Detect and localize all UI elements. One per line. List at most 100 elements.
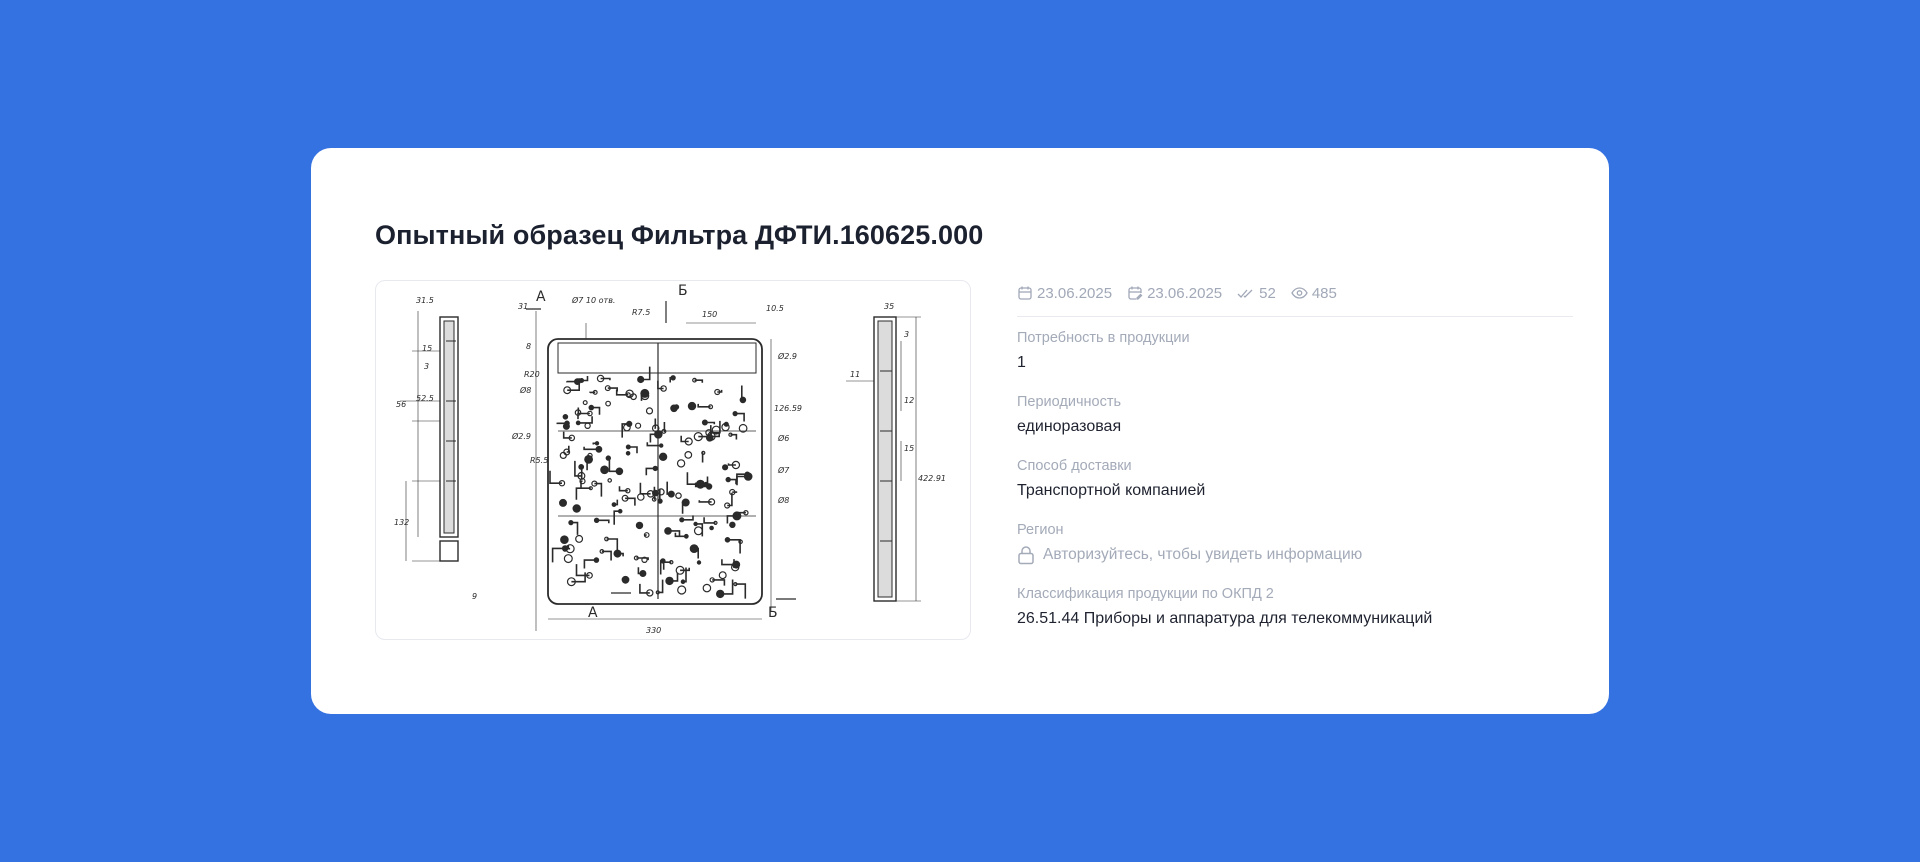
drawing-trace — [628, 446, 638, 454]
created-date: 23.06.2025 — [1017, 285, 1112, 302]
drawing-trace — [668, 530, 681, 536]
drawing-pad — [723, 421, 729, 427]
drawing-trace — [680, 567, 690, 572]
drawing-trace — [566, 445, 570, 453]
drawing-pad — [711, 425, 721, 435]
drawing-trace — [567, 378, 580, 391]
drawing-trace — [570, 521, 579, 535]
drawing-pad — [696, 560, 702, 565]
dim-label: 132 — [394, 518, 409, 527]
drawing-trace — [625, 497, 636, 506]
drawing-trace — [549, 470, 562, 484]
drawing-trace — [580, 480, 583, 489]
drawing-trace — [637, 567, 643, 575]
drawing-pad — [605, 400, 612, 407]
field-label: Периодичность — [1017, 394, 1122, 410]
drawing-pad — [718, 571, 727, 580]
drawing-pad — [677, 585, 687, 595]
updated-date: 23.06.2025 — [1127, 285, 1222, 302]
dim-label: Ø2.9 — [511, 431, 531, 441]
drawing-pad — [738, 423, 748, 433]
drawing-pad — [658, 452, 668, 461]
dim-label: 8 — [526, 342, 531, 351]
dim-label: Ø8 — [777, 495, 789, 505]
drawing-trace — [680, 435, 689, 443]
dim-label: 10.5 — [766, 304, 784, 313]
drawing-trace — [574, 460, 582, 477]
drawing-trace — [711, 433, 720, 438]
drawing-trace — [704, 421, 716, 425]
drawing-pad — [709, 525, 714, 531]
drawing-trace — [575, 487, 591, 500]
drawing-trace — [567, 545, 571, 550]
field-label: Классификация продукции по ОКПД 2 — [1017, 586, 1274, 602]
drawing-trace — [562, 431, 572, 439]
drawing-pad — [575, 534, 584, 543]
dim-label: 15 — [904, 444, 914, 453]
lock-icon — [1018, 546, 1034, 565]
drawing-pad — [731, 563, 740, 572]
product-info: 23.06.2025 23.06.2025 52 485 — [1017, 280, 1573, 629]
drawing-pad — [722, 464, 729, 471]
drawing-trace — [618, 486, 628, 492]
drawing-pad — [641, 556, 648, 563]
section-mark: Б — [768, 605, 778, 621]
dim-label: Ø7 — [777, 465, 790, 475]
meta-bar: 23.06.2025 23.06.2025 52 485 — [1017, 280, 1573, 317]
dim-label: 31 — [518, 302, 528, 311]
field-region: Регион Авторизуйтесь, чтобы увидеть инфо… — [1017, 521, 1573, 565]
drawing-trace — [581, 376, 589, 382]
drawing-trace — [649, 433, 659, 443]
drawing-trace — [681, 515, 694, 521]
drawing-trace — [600, 377, 611, 381]
drawing-pad — [636, 493, 645, 501]
drawing-trace — [577, 412, 590, 420]
dim-label: R7.5 — [632, 308, 650, 317]
drawing-trace — [613, 510, 621, 525]
drawing-pad — [702, 583, 712, 593]
drawing-trace — [683, 567, 687, 583]
dim-label: Ø7 10 отв. — [571, 295, 615, 305]
drawing-pad — [563, 554, 573, 564]
technical-drawing[interactable]: 31.5 15 3 52.5 56 132 9 31 Ø7 10 отв. R7… — [375, 280, 971, 640]
drawing-pad — [560, 535, 569, 545]
drawing-trace — [701, 452, 704, 463]
drawing-trace — [614, 499, 619, 506]
drawing-trace — [727, 539, 741, 554]
drawing-trace — [575, 564, 590, 577]
front-view — [526, 301, 796, 631]
drawing-trace — [736, 475, 749, 486]
drawing-trace — [571, 572, 586, 583]
section-mark: А — [536, 289, 546, 305]
drawing-trace — [608, 456, 620, 473]
drawing-pad — [676, 459, 686, 468]
drawing-pad — [559, 498, 568, 507]
drawing-trace — [728, 478, 737, 485]
created-date-text: 23.06.2025 — [1037, 284, 1113, 302]
drawing-trace — [617, 552, 624, 557]
drawing-trace — [644, 534, 647, 537]
drawing-pad — [673, 404, 680, 410]
drawing-trace — [688, 405, 692, 409]
drawing-pad — [675, 492, 682, 500]
drawing-trace — [580, 466, 583, 479]
drawing-trace — [657, 380, 664, 390]
drawing-trace — [741, 385, 743, 401]
responses-count: 52 — [1237, 285, 1276, 302]
drawing-trace — [717, 389, 723, 393]
eye-icon — [1291, 287, 1308, 299]
drawing-trace — [720, 579, 734, 595]
dim-label: 422.91 — [918, 474, 946, 483]
drawing-trace — [730, 433, 738, 440]
drawing-trace — [663, 422, 666, 433]
drawing-trace — [645, 467, 656, 476]
drawing-trace — [695, 523, 704, 537]
dim-label: 31.5 — [416, 296, 434, 305]
dim-label: 330 — [646, 626, 661, 635]
drawing-trace — [601, 550, 612, 561]
field-value: единоразовая — [1017, 418, 1122, 435]
product-card: Опытный образец Фильтра ДФТИ.160625.000 — [311, 148, 1609, 714]
region-locked[interactable]: Авторизуйтесь, чтобы увидеть информацию — [1017, 545, 1573, 565]
drawing-trace — [636, 557, 649, 561]
drawing-pad — [645, 407, 654, 415]
